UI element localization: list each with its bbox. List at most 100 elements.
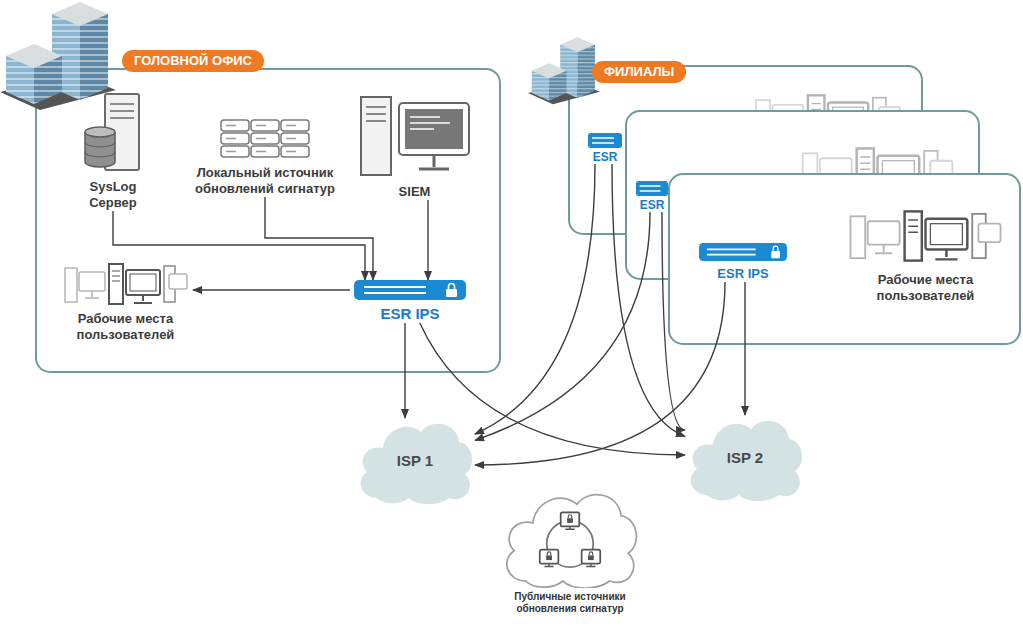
icon-path [361, 424, 472, 504]
office-building [0, 2, 116, 110]
icon-rect [251, 146, 279, 157]
connector [612, 164, 685, 436]
node-label: SysLog Сервер [68, 179, 158, 211]
icon-rect [251, 133, 279, 144]
rack-icon [219, 118, 311, 160]
connector [662, 212, 685, 430]
icon-path [589, 552, 592, 555]
icon-rect [926, 219, 968, 250]
icon-rect [588, 133, 622, 148]
icon-rect [281, 120, 309, 131]
icon-rect [978, 224, 1000, 242]
connector [475, 282, 725, 465]
connector [193, 289, 350, 290]
icon-path [112, 271, 120, 281]
node-label: ESR IPS [717, 266, 768, 282]
pub-icon [500, 488, 640, 588]
icon-path [860, 157, 870, 169]
site-box: ГОЛОВНОЙ ОФИСSysLog СерверЛокальный исто… [35, 68, 501, 373]
connector [265, 197, 373, 280]
device-node: ESR IPS [350, 280, 470, 323]
connector [420, 323, 685, 455]
icon-rect [582, 550, 601, 564]
icon-path [256, 125, 266, 127]
icon-rect [546, 555, 552, 560]
ws-icon [63, 262, 189, 306]
connector [475, 164, 595, 434]
site-box: ESR [625, 110, 980, 280]
icon-rect [699, 243, 787, 261]
device-node: Рабочие места пользователей [843, 205, 1008, 304]
node-label: ESR [593, 150, 618, 164]
icon-path [586, 564, 595, 567]
device-node: ESR IPS [695, 243, 791, 282]
device-node: SIEM [352, 95, 477, 200]
icon-rect [109, 264, 123, 304]
icon-path [544, 564, 553, 567]
icon-path [226, 151, 236, 153]
icon-rect [405, 109, 463, 149]
site-heading: ФИЛИАЛЫ [592, 61, 686, 83]
icon-path [419, 155, 449, 169]
icon-rect [588, 555, 594, 560]
db-icon [83, 92, 143, 174]
icon-rect [399, 103, 469, 155]
ws-icon [848, 205, 1003, 267]
isp-cloud: ISP 1 [355, 418, 475, 504]
site-box: ESR IPS Рабочие места пользователей [668, 173, 1021, 345]
icon-path [707, 249, 756, 254]
icon-path [226, 138, 236, 140]
site-box: ФИЛИАЛЫESR [568, 65, 923, 235]
icon-rect [354, 280, 466, 300]
siem-icon [359, 95, 471, 179]
icon-path [85, 142, 115, 157]
icon-rect [221, 146, 249, 157]
device-node: ESR [583, 133, 627, 164]
icon-rect [567, 518, 573, 523]
connector [744, 282, 745, 415]
device-node: ESR [634, 181, 670, 212]
icon-use [528, 37, 600, 104]
icon-ellipse [85, 127, 115, 137]
icon-path [773, 246, 778, 251]
icon-rect [905, 211, 922, 260]
node-label: SIEM [399, 184, 431, 200]
icon-rect [221, 133, 249, 144]
icon-path [908, 220, 918, 232]
icon-path [85, 291, 99, 298]
icon-path [286, 138, 296, 140]
device-node: Рабочие места пользователей [58, 262, 193, 343]
icon-path [449, 284, 455, 290]
icon-rect [446, 289, 457, 297]
icon-rect [930, 224, 962, 245]
device-node: Публичные источники обновления сигнатур [497, 488, 643, 615]
node-label: ESR IPS [380, 305, 439, 323]
icon-rect [771, 251, 780, 258]
icon-path [410, 117, 450, 129]
icon-rect [169, 274, 187, 289]
node-label: ISP 1 [397, 452, 433, 470]
icon-rect [65, 268, 77, 302]
node-label: ESR [640, 198, 665, 212]
icon-path [547, 552, 550, 555]
icon-path [691, 421, 802, 501]
icon-path [286, 151, 296, 153]
node-label: Рабочие места пользователей [58, 311, 193, 343]
icon-path [134, 295, 152, 303]
icon-path [875, 245, 892, 254]
icon-rect [281, 146, 309, 157]
device-node: Локальный источник обновлений сигнатур [185, 118, 345, 197]
icon-rect [561, 512, 580, 526]
icon-rect [126, 270, 160, 295]
icon-path [568, 515, 571, 518]
connector [475, 212, 650, 440]
esrs-icon [588, 133, 622, 148]
icon-path [110, 104, 134, 118]
icon-path [592, 138, 614, 143]
icon-rect [221, 120, 249, 131]
icon-path [226, 125, 236, 127]
icon-path [640, 186, 661, 191]
icon-path [507, 495, 637, 588]
icon-path [256, 138, 266, 140]
